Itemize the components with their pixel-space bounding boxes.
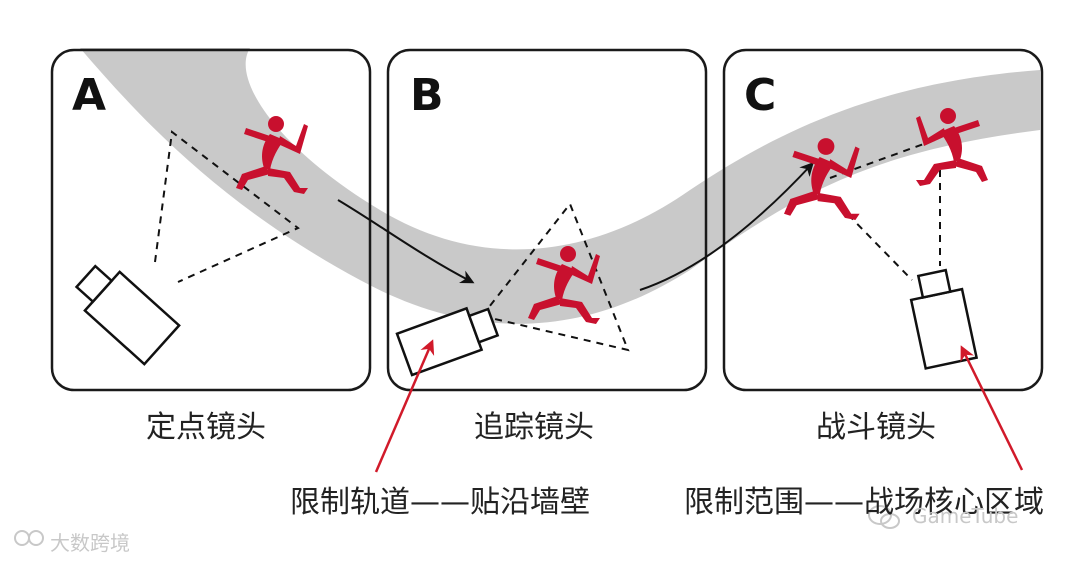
panel-b-frame bbox=[386, 48, 708, 392]
panel-a-caption: 定点镜头 bbox=[146, 410, 266, 445]
logo-icon bbox=[14, 530, 44, 546]
watermark-left: 大数跨境 bbox=[50, 531, 130, 555]
panel-b-label: B bbox=[410, 70, 444, 121]
range-annotation-arrow bbox=[960, 345, 1024, 471]
camera-icon bbox=[74, 264, 181, 366]
range-annotation: 限制范围——战场核心区域 bbox=[684, 485, 1044, 520]
panel-c-label: C bbox=[744, 70, 777, 121]
wechat-icon bbox=[868, 505, 900, 529]
rail-annotation: 限制轨道——贴沿墙壁 bbox=[290, 485, 590, 520]
camera-b-view-cone bbox=[480, 202, 630, 352]
path-band bbox=[80, 48, 1040, 324]
camera-a-view-cone bbox=[154, 130, 300, 283]
watermark-right: GameTube bbox=[912, 504, 1019, 528]
panel-a-label: A bbox=[72, 70, 107, 121]
camera-icon bbox=[395, 306, 500, 377]
transition-arrow-b-c bbox=[639, 161, 814, 291]
rail-annotation-arrow bbox=[374, 339, 435, 473]
panel-c-caption: 战斗镜头 bbox=[816, 410, 936, 445]
transition-arrow-a-b bbox=[337, 199, 475, 284]
panel-b-caption: 追踪镜头 bbox=[474, 410, 594, 445]
panel-c-frame bbox=[722, 48, 1044, 392]
camera-icon bbox=[909, 268, 979, 370]
